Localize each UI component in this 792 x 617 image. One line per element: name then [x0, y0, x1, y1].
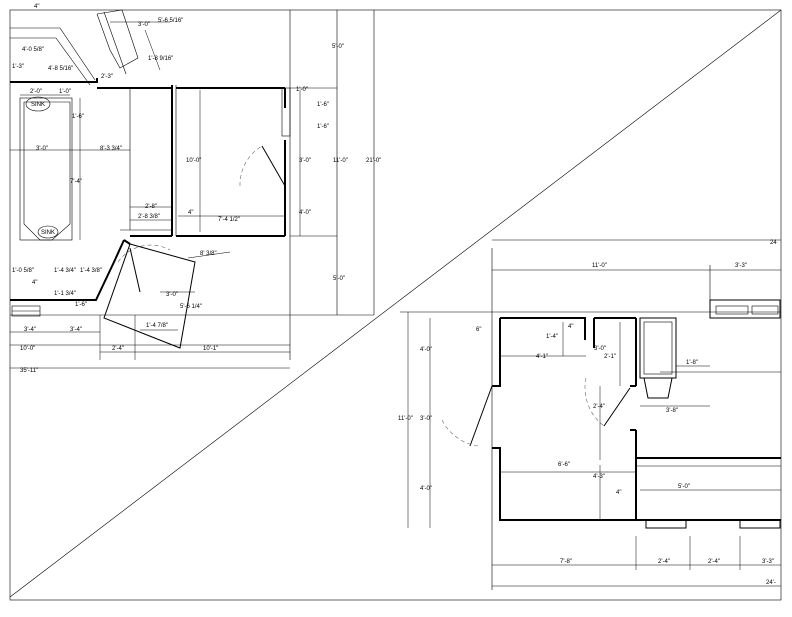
right-floor-plan: 24 11'-0" 3'-3" 6" 1'-4" 4" 3'-0" 2'-1" … — [398, 239, 781, 590]
dim-label: 7'-4 1/2" — [218, 217, 240, 223]
dim-label: 35'-11" — [20, 368, 38, 374]
dim-label: 2'-4" — [593, 404, 605, 410]
dim-label: 3'-3" — [735, 263, 747, 269]
dim-label: 3'-0" — [166, 292, 178, 298]
dim-label: 10'-0" — [20, 346, 35, 352]
dim-label: 4'-0 5/8" — [22, 47, 44, 53]
sink-label-lower: SINK — [41, 230, 55, 236]
diagonal-split-line — [9, 9, 782, 598]
dim-label: 3'-0" — [299, 158, 311, 164]
dim-label: 7'-8" — [560, 559, 572, 565]
dim-label: 24 — [770, 240, 777, 246]
dim-label: 4'-3" — [593, 474, 605, 480]
dim-label: 2'-4" — [112, 346, 124, 352]
dim-label: 4" — [188, 210, 193, 216]
dim-label: 2'-3" — [101, 74, 113, 80]
dim-label: 10'-1" — [203, 346, 218, 352]
dim-label: 2'-8" — [145, 204, 157, 210]
dim-label: 3'-0" — [36, 146, 48, 152]
dim-label: 3'-3" — [762, 559, 774, 565]
dim-label: 7'-4" — [70, 179, 82, 185]
dim-label: 1'-4 3/8" — [80, 268, 102, 274]
dim-label: 4'-0" — [420, 347, 432, 353]
dim-label: 6'-6" — [558, 462, 570, 468]
dim-label: 1'-6" — [317, 124, 329, 130]
dim-label: 2'-8 3/8" — [138, 214, 160, 220]
dim-label: 3'-0" — [594, 346, 606, 352]
dim-label: 4" — [32, 280, 37, 286]
dim-label: 1'-6" — [317, 102, 329, 108]
dim-label: 4'-0" — [420, 486, 432, 492]
dim-label: 5'-6 1/4" — [180, 304, 202, 310]
dim-label: 5'-0" — [333, 276, 345, 282]
dim-label: 10'-0" — [186, 158, 201, 164]
dim-label: 2'-1" — [604, 354, 616, 360]
dim-label: 1'-6" — [72, 114, 84, 120]
dim-label: 6" — [476, 327, 481, 333]
dim-label: 3'-4" — [24, 327, 36, 333]
dim-label: 1'-3" — [12, 64, 24, 70]
dim-label: 11'-0" — [333, 158, 348, 164]
dim-label: 5'-0" — [332, 44, 344, 50]
dim-label: 4'-8 5/16" — [48, 66, 73, 72]
dim-label: 2'-0" — [30, 89, 42, 95]
dim-label: 4" — [34, 4, 39, 10]
dim-label: 3'-0" — [138, 22, 150, 28]
dim-label: 4'-0" — [299, 210, 311, 216]
dim-label: 1'-4" — [546, 334, 558, 340]
dim-label: 1'-0" — [59, 89, 71, 95]
dim-label: 3'-8" — [666, 408, 678, 414]
dim-label: 11'-0" — [592, 263, 607, 269]
dim-label: 1'-1 3/4" — [54, 291, 76, 297]
dim-label: 1'-0 5/8" — [12, 268, 34, 274]
dim-label: 1'-6" — [75, 302, 87, 308]
dim-label: 5'-6 5/16" — [158, 18, 183, 24]
sink-label-upper: SINK — [31, 102, 45, 108]
sheet-border — [9, 9, 782, 601]
dim-label: 1'-8" — [686, 360, 698, 366]
dim-label: 11'-0" — [398, 416, 413, 422]
dim-label: 24'- — [766, 580, 776, 586]
dim-label: 5'-0" — [678, 484, 690, 490]
dim-label: 4'-1" — [536, 354, 548, 360]
dim-label: 4" — [568, 324, 573, 330]
left-floor-plan: SINK SINK 4" 3'-0" — [10, 4, 381, 374]
dim-label: 1'-4 3/4" — [54, 268, 76, 274]
dim-label: 1'-8 9/16" — [148, 56, 173, 62]
dim-label: 2'-4" — [708, 559, 720, 565]
dim-label: 2'-4" — [658, 559, 670, 565]
dim-label: 4" — [616, 490, 621, 496]
dim-label: 1'-0" — [296, 87, 308, 93]
dim-label: 21'-0" — [366, 158, 381, 164]
dim-label: 3'-0" — [420, 416, 432, 422]
dim-label: 8'-3 3/4" — [100, 146, 122, 152]
dim-label: 8' 3/8" — [200, 251, 217, 257]
dim-label: 1'-4 7/8" — [146, 323, 168, 329]
dim-label: 3'-4" — [70, 327, 82, 333]
